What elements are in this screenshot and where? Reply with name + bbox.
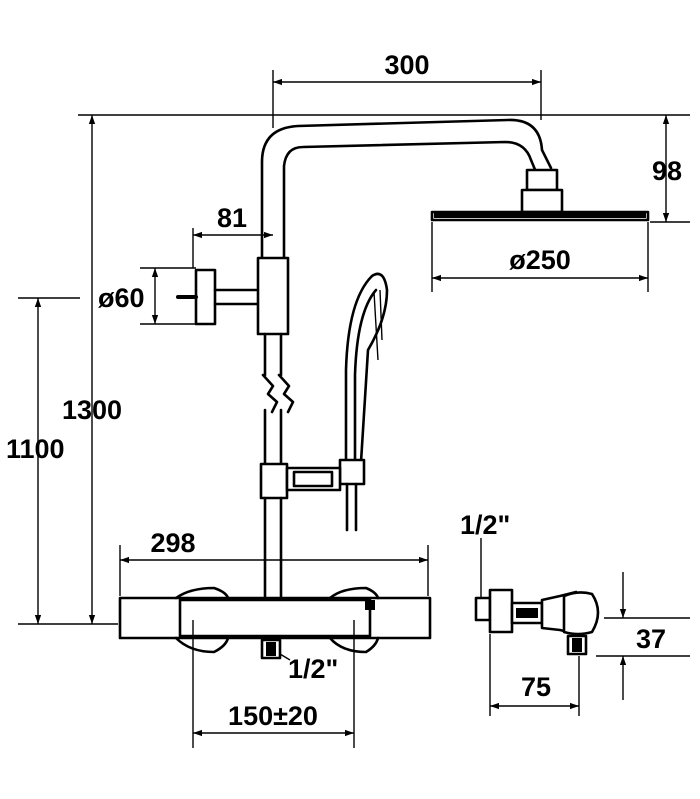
overhead-arm [260, 118, 553, 264]
dim-arm-length-label: 300 [384, 50, 429, 80]
dim-mixer-height-label: 1100 [6, 434, 65, 464]
dim-side-depth-label: 75 [521, 672, 551, 702]
dim-wall-offset-label: 81 [217, 203, 247, 233]
dim-inlet-top-label: 1/2" [460, 510, 510, 540]
riser-pipe [259, 332, 295, 600]
dim-inlet-spacing-label: 150±20 [228, 701, 318, 731]
dimension-lines [18, 70, 690, 748]
shower-head [430, 168, 650, 222]
hand-shower [338, 272, 389, 532]
dim-head-diameter-label: ø250 [509, 245, 571, 275]
slide-holder [285, 466, 342, 492]
dim-mixer-width-label: 298 [150, 528, 195, 558]
thermostatic-mixer-side [474, 588, 600, 656]
dim-total-height-label: 1300 [62, 395, 122, 425]
dim-inlet-bottom-label: 1/2" [288, 654, 338, 684]
wall-bracket [176, 256, 290, 336]
dim-bracket-diameter-label: ø60 [98, 283, 145, 313]
dim-side-height-label: 37 [636, 624, 666, 654]
dim-head-height-label: 98 [652, 156, 682, 186]
thermostatic-mixer-front [118, 586, 432, 660]
